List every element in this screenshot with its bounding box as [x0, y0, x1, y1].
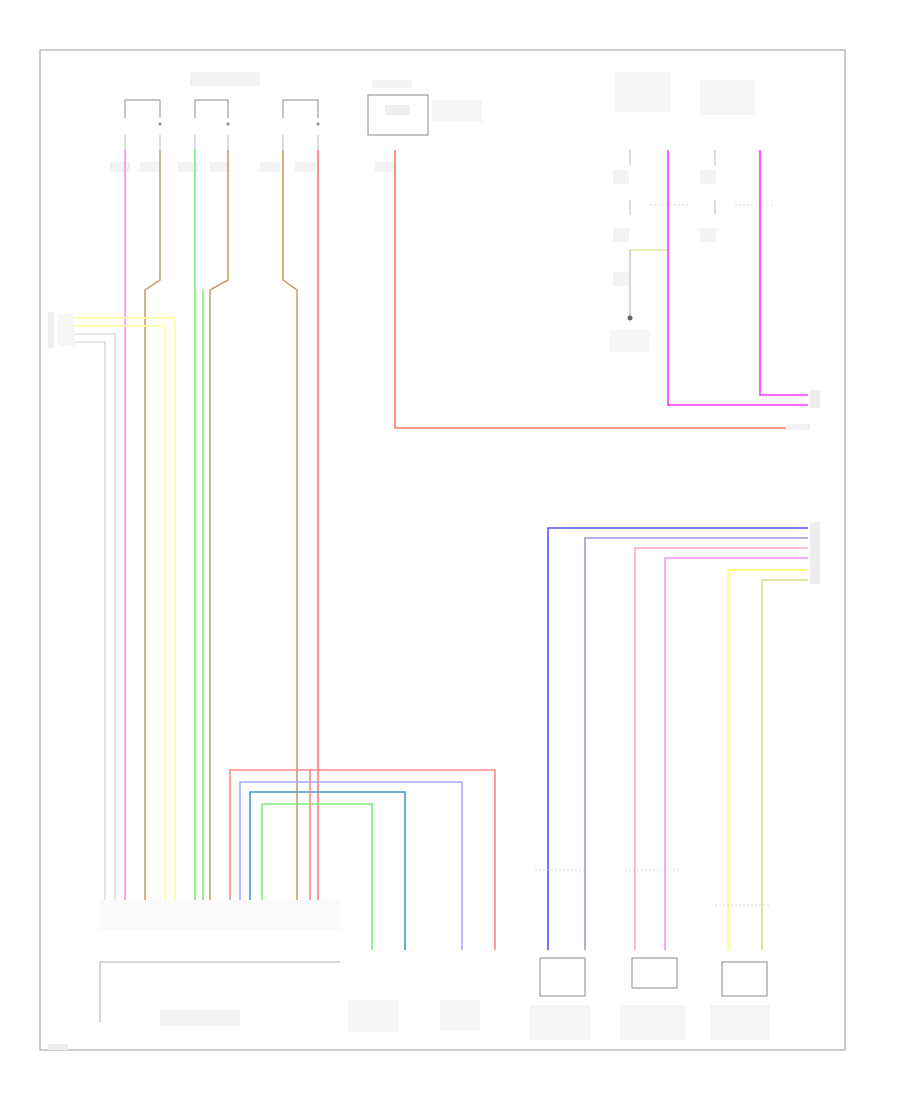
right-edge-labels	[786, 390, 820, 584]
airbag-control-module	[99, 900, 340, 1026]
page-label-marker	[48, 1044, 68, 1050]
fuse-block	[367, 80, 482, 172]
front-airbag-connectors	[110, 72, 320, 172]
left-edge-labels	[48, 312, 74, 348]
diagram-frame	[39, 49, 846, 1051]
lower-sensors	[348, 869, 770, 1040]
main-harness-wires	[70, 150, 808, 950]
seat-belt-buckle-switches	[610, 72, 775, 352]
right-lower-wires	[547, 527, 808, 950]
